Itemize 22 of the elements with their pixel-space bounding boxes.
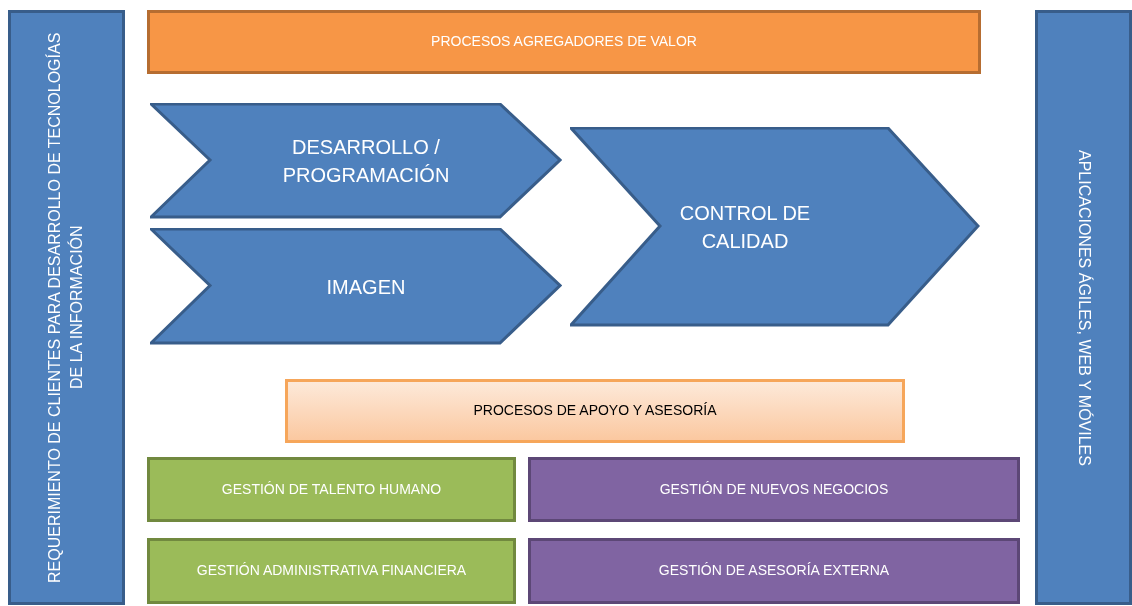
- node-label: REQUERIMIENTO DE CLIENTES PARA DESARROLLO DE TECNOLOGÍAS DE LA INFORMACIÓN: [44, 31, 87, 585]
- header-bar: [285, 379, 905, 443]
- process-box: [147, 457, 516, 522]
- node-label: APLICACIONES ÁGILES, WEB Y MÓVILES: [1074, 149, 1095, 466]
- process-box: [528, 457, 1020, 522]
- node-label: IMAGEN: [326, 274, 406, 300]
- side-panel: [8, 10, 125, 605]
- node-label: CONTROL DE CALIDAD: [678, 201, 812, 254]
- node-label: GESTIÓN DE NUEVOS NEGOCIOS: [659, 479, 889, 499]
- chevron-shape: [570, 127, 980, 327]
- node-label: PROCESOS DE APOYO Y ASESORÍA: [473, 401, 717, 421]
- node-label: GESTIÓN ADMINISTRATIVA FINANCIERA: [196, 561, 467, 581]
- process-box: [147, 538, 516, 604]
- node-label: DESARROLLO / PROGRAMACIÓN: [281, 135, 451, 188]
- process-box: [528, 538, 1020, 604]
- node-label: GESTIÓN DE ASESORÍA EXTERNA: [658, 561, 890, 581]
- side-panel: [1035, 10, 1132, 605]
- chevron-shape: [150, 228, 562, 345]
- node-label: GESTIÓN DE TALENTO HUMANO: [221, 479, 442, 499]
- node-label: PROCESOS AGREGADORES DE VALOR: [431, 32, 697, 52]
- chevron-shape: [150, 103, 562, 219]
- header-bar: [147, 10, 981, 74]
